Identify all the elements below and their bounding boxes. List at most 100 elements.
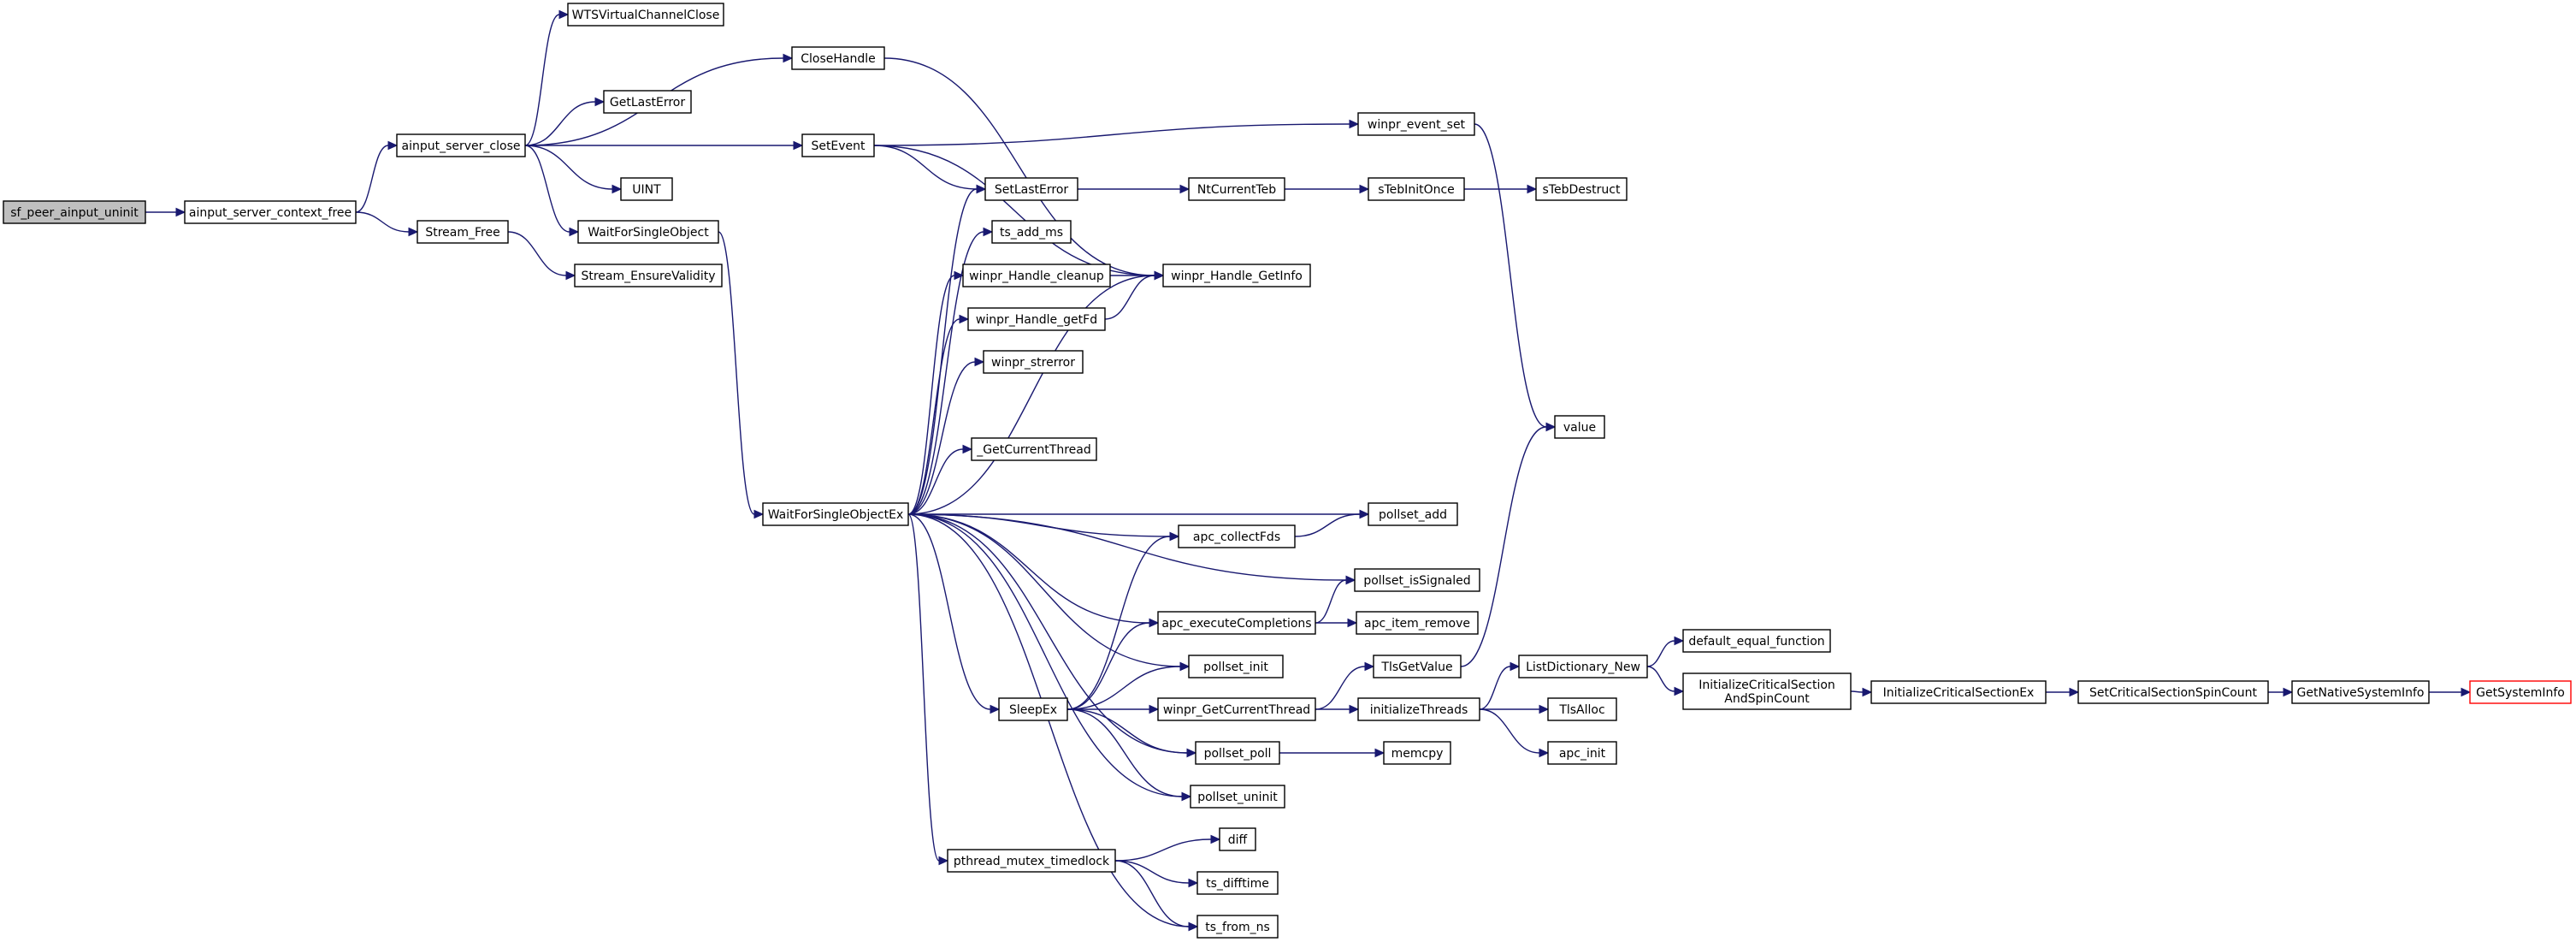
edge-setevent-to-winpr-event-set xyxy=(873,119,1360,146)
node-stebinitonce[interactable]: sTebInitOnce xyxy=(1368,177,1465,201)
arrowhead-icon xyxy=(1349,704,1360,714)
node-initializethreads[interactable]: initializeThreads xyxy=(1357,697,1480,721)
node-tlsalloc[interactable]: TlsAlloc xyxy=(1547,697,1617,721)
node-winpr-handle-getfd[interactable]: winpr_Handle_getFd xyxy=(967,307,1106,331)
node-stream-free[interactable]: Stream_Free xyxy=(417,220,509,244)
node-winpr-strerror[interactable]: winpr_strerror xyxy=(983,350,1084,374)
edge-pthread-mutex-timedlock-to-ts-difftime xyxy=(1114,860,1199,888)
node-label: WaitForSingleObjectEx xyxy=(768,508,904,522)
node-label: SetLastError xyxy=(995,183,1069,197)
edge-winpr-getcurrentthread-to-tlsgetvalue xyxy=(1315,661,1375,710)
arrowhead-icon xyxy=(594,97,606,107)
node-pollset-init[interactable]: pollset_init xyxy=(1188,655,1284,678)
arrowhead-icon xyxy=(1188,921,1199,932)
node-label: winpr_strerror xyxy=(991,356,1075,370)
node-ntcurrentteb[interactable]: NtCurrentTeb xyxy=(1188,177,1285,201)
arrowhead-icon xyxy=(783,53,794,63)
node-winpr-handle-getinfo[interactable]: winpr_Handle_GetInfo xyxy=(1162,264,1311,287)
edge-waitforsingleobjectex-to-sleepex xyxy=(907,513,1001,714)
node-setevent[interactable]: SetEvent xyxy=(801,133,875,157)
node-closehandle[interactable]: CloseHandle xyxy=(791,46,885,70)
node-pollset-issignaled[interactable]: pollset_isSignaled xyxy=(1354,568,1480,592)
edge-sleepex-to-apc-executecompletions xyxy=(1066,618,1160,710)
node-value[interactable]: value xyxy=(1554,415,1605,439)
node-label: apc_collectFds xyxy=(1193,530,1280,544)
node-getcurrentthread[interactable]: _GetCurrentThread xyxy=(971,437,1097,461)
edge-initializethreads-to-apc-init xyxy=(1479,708,1550,758)
edge-listdictionary-new-to-default-equal-function xyxy=(1646,636,1685,667)
node-stebdestruct[interactable]: sTebDestruct xyxy=(1535,177,1628,201)
node-sf-peer-ainput-uninit[interactable]: sf_peer_ainput_uninit xyxy=(3,200,146,224)
node-ts-add-ms[interactable]: ts_add_ms xyxy=(991,220,1072,244)
node-waitforsingleobjectex[interactable]: WaitForSingleObjectEx xyxy=(762,502,909,526)
arrowhead-icon xyxy=(1349,119,1360,129)
node-getlasterror[interactable]: GetLastError xyxy=(603,90,692,114)
node-label: winpr_Handle_cleanup xyxy=(969,270,1104,283)
node-stream-ensurevalidity[interactable]: Stream_EnsureValidity xyxy=(574,264,723,287)
node-label: ts_difftime xyxy=(1206,877,1269,891)
node-label: Stream_Free xyxy=(425,226,499,240)
node-label: winpr_GetCurrentThread xyxy=(1163,703,1310,717)
arrowhead-icon xyxy=(175,207,186,217)
node-apc-init[interactable]: apc_init xyxy=(1547,741,1617,765)
node-winpr-event-set[interactable]: winpr_event_set xyxy=(1357,112,1475,136)
node-ts-difftime[interactable]: ts_difftime xyxy=(1196,871,1279,895)
arrowhead-icon xyxy=(2069,687,2080,697)
edge-waitforsingleobjectex-to-setlasterror xyxy=(907,184,987,515)
edge-waitforsingleobjectex-to-pthread-mutex-timedlock xyxy=(907,513,949,866)
node-diff[interactable]: diff xyxy=(1219,827,1256,851)
node-apc-collectfds[interactable]: apc_collectFds xyxy=(1178,524,1296,548)
edge-pthread-mutex-timedlock-to-diff xyxy=(1114,834,1221,862)
node-wtsvirtualchannelclose[interactable]: WTSVirtualChannelClose xyxy=(567,3,724,27)
arrowhead-icon xyxy=(2283,687,2294,697)
node-ainput-server-context-free[interactable]: ainput_server_context_free xyxy=(184,200,357,224)
edge-waitforsingleobjectex-to-ts-add-ms xyxy=(907,227,994,515)
node-ts-from-ns[interactable]: ts_from_ns xyxy=(1196,915,1279,939)
node-winpr-getcurrentthread[interactable]: winpr_GetCurrentThread xyxy=(1157,697,1316,721)
edge-winpr-getcurrentthread-to-initializethreads xyxy=(1315,704,1360,714)
node-label: memcpy xyxy=(1391,747,1444,761)
arrowhead-icon xyxy=(1674,686,1685,696)
edge-waitforsingleobjectex-to-pollset-uninit xyxy=(907,513,1192,802)
edge-pthread-mutex-timedlock-to-ts-from-ns xyxy=(1114,860,1199,932)
arrowhead-icon xyxy=(612,184,623,194)
edge-sleepex-to-winpr-getcurrentthread xyxy=(1067,704,1160,714)
node-getsysteminfo[interactable]: GetSystemInfo xyxy=(2469,680,2572,704)
edge-ainput-server-close-to-getlasterror xyxy=(524,97,606,146)
node-ainput-server-close[interactable]: ainput_server_close xyxy=(396,133,526,157)
node-listdictionary-new[interactable]: ListDictionary_New xyxy=(1518,655,1648,678)
arrowhead-icon xyxy=(408,227,419,237)
node-setlasterror[interactable]: SetLastError xyxy=(984,177,1078,201)
node-getnativesysteminfo[interactable]: GetNativeSystemInfo xyxy=(2291,680,2430,704)
node-sleepex[interactable]: SleepEx xyxy=(998,697,1068,721)
node-pollset-poll[interactable]: pollset_poll xyxy=(1195,741,1280,765)
node-waitforsingleobject[interactable]: WaitForSingleObject xyxy=(577,220,719,244)
node-default-equal-function[interactable]: default_equal_function xyxy=(1682,629,1831,653)
node-label: CloseHandle xyxy=(801,52,876,66)
node-memcpy[interactable]: memcpy xyxy=(1383,741,1451,765)
arrowhead-icon xyxy=(1210,834,1221,844)
node-tlsgetvalue[interactable]: TlsGetValue xyxy=(1373,655,1462,678)
node-label: initializeThreads xyxy=(1370,703,1468,717)
node-uint[interactable]: UINT xyxy=(620,177,673,201)
node-winpr-handle-cleanup[interactable]: winpr_Handle_cleanup xyxy=(962,264,1111,287)
node-pollset-add[interactable]: pollset_add xyxy=(1368,502,1458,526)
node-apc-executecompletions[interactable]: apc_executeCompletions xyxy=(1157,611,1316,635)
node-label: sTebDestruct xyxy=(1543,183,1621,197)
edge-ainput-server-close-to-uint xyxy=(524,145,623,194)
node-apc-item-remove[interactable]: apc_item_remove xyxy=(1356,611,1479,635)
edge-waitforsingleobjectex-to-winpr-handle-getinfo xyxy=(907,270,1165,515)
node-initializecriticalsectionex[interactable]: InitializeCriticalSectionEx xyxy=(1870,680,2047,704)
node-setcriticalsectionspincount[interactable]: SetCriticalSectionSpinCount xyxy=(2077,680,2269,704)
node-pthread-mutex-timedlock[interactable]: pthread_mutex_timedlock xyxy=(947,849,1116,873)
node-label: UINT xyxy=(632,183,661,197)
arrowhead-icon xyxy=(1169,531,1180,542)
node-label: ListDictionary_New xyxy=(1526,661,1640,674)
node-pollset-uninit[interactable]: pollset_uninit xyxy=(1190,785,1285,809)
arrowhead-icon xyxy=(565,270,576,281)
node-label: apc_item_remove xyxy=(1364,617,1470,631)
edge-waitforsingleobjectex-to-getcurrentthread xyxy=(907,444,973,515)
node-label: pollset_uninit xyxy=(1197,791,1278,804)
edge-apc-executecompletions-to-apc-item-remove xyxy=(1315,618,1358,628)
